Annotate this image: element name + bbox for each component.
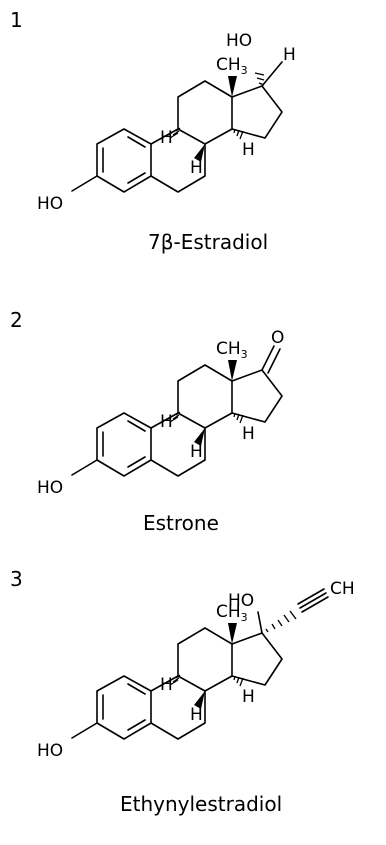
molecule-2-methyl-wedge [228, 360, 237, 381]
molecule-3-skeleton [71, 588, 329, 740]
molecule-3: 3 HO CH3 HO CH H [10, 567, 355, 816]
molecule-1-h14-label: H [242, 140, 255, 160]
molecule-1-h-dash-1 [169, 127, 181, 139]
molecule-2-o-label: O [271, 328, 284, 348]
molecule-3-h8-label: H [190, 705, 203, 725]
molecule-3-h-wedge [194, 691, 205, 709]
molecule-1-h-dash-2 [233, 128, 244, 140]
molecule-3-h-dash-2 [233, 675, 244, 687]
molecule-3-ethynyl-dash [265, 610, 297, 633]
molecule-2-number: 2 [10, 308, 23, 332]
molecule-2-h-dash-2 [233, 412, 244, 424]
molecule-1-methyl-wedge [228, 76, 237, 97]
molecule-3-name: Ethynylestradiol [120, 792, 282, 816]
molecule-3-ch3-label: CH3 [216, 602, 248, 624]
molecule-3-methyl-wedge [228, 623, 237, 644]
molecule-1-ho-label: HO [37, 194, 63, 214]
molecule-1-oh-dash [254, 72, 265, 86]
molecule-1-name: 7β-Estradiol [148, 230, 268, 254]
molecule-2-name: Estrone [143, 511, 219, 535]
molecule-1: 1 HO CH3 HO [10, 8, 296, 254]
molecule-3-h-dash-1 [169, 674, 181, 686]
molecule-3-h9-label: H [160, 675, 173, 695]
molecule-1-h17-label: H [283, 45, 296, 65]
molecule-1-h9-label: H [160, 128, 173, 148]
molecule-2: 2 HO CH3 O H H H Estrone [10, 308, 284, 535]
molecule-1-h8-label: H [190, 158, 203, 178]
molecule-2-ch3-label: CH3 [216, 339, 248, 361]
molecule-1-skeleton [71, 80, 283, 193]
molecule-2-skeleton [71, 345, 283, 477]
molecule-3-number: 3 [10, 567, 23, 591]
molecule-3-h14-label: H [242, 687, 255, 707]
molecule-1-oh-label: HO [226, 31, 252, 51]
molecule-2-h9-label: H [160, 412, 173, 432]
molecule-3-ho-label: HO [37, 741, 63, 761]
molecule-3-oh-label: HO [228, 591, 254, 611]
molecule-1-ch3-label: CH3 [216, 55, 248, 77]
molecule-2-h-dash-1 [169, 411, 181, 423]
molecule-2-ho-label: HO [37, 478, 63, 498]
molecule-2-h8-label: H [190, 442, 203, 462]
molecule-1-h-wedge [194, 144, 205, 162]
molecule-3-ch-label: CH [330, 579, 355, 599]
molecule-2-h-wedge [194, 428, 205, 446]
molecule-2-h14-label: H [242, 424, 255, 444]
molecule-1-number: 1 [10, 8, 23, 32]
